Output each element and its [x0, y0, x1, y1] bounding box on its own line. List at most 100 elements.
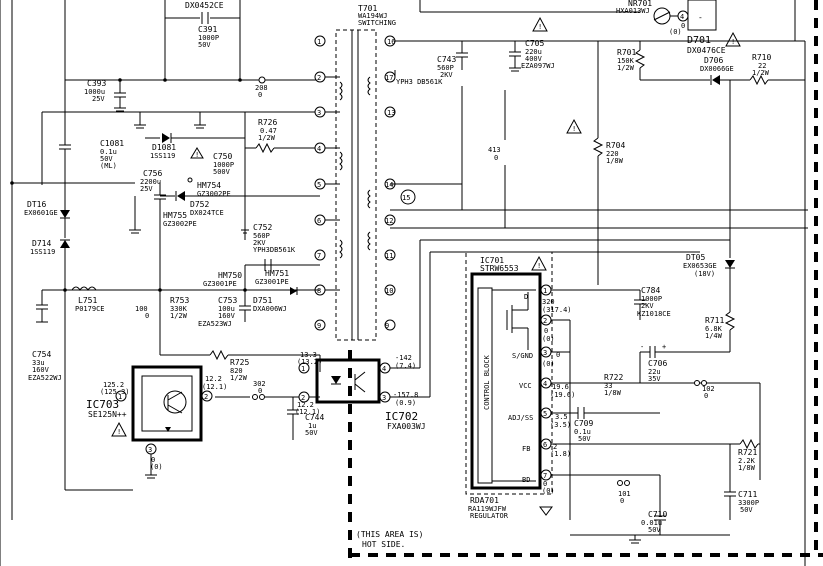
c710-value: 0.01u — [641, 519, 662, 527]
r701-power: 1/2W — [617, 64, 635, 72]
c744-voltage: 50V — [305, 429, 318, 437]
v-ic701-2b: (0) — [542, 335, 555, 343]
hot-side-boundary: (THIS AREA IS) HOT SIDE. — [348, 0, 823, 566]
c709-value: 0.1u — [574, 428, 591, 436]
svg-text:17: 17 — [385, 74, 393, 82]
t701-function: SWITCHING — [358, 19, 396, 27]
v-ic701-4a: 19.6 — [552, 383, 569, 391]
r721-power: 1/8W — [738, 464, 756, 472]
l751-label: L751 — [78, 296, 97, 305]
svg-text:8: 8 — [317, 287, 321, 295]
c391-voltage: 50V — [198, 41, 211, 49]
svg-text:1: 1 — [317, 38, 321, 46]
c754-voltage: 160V — [32, 366, 50, 374]
ic701-peripherals: C784 1000P 2KV KZ1018CE DT05 EX0653GE (1… — [570, 253, 761, 544]
pin-sgnd-label: S/GND — [512, 352, 533, 360]
r102-label: 102 — [702, 385, 715, 393]
r721-label: R721 — [738, 448, 757, 457]
c391-value: 1000P — [198, 34, 219, 42]
c709-voltage: 50V — [578, 435, 591, 443]
hot-side-note-2: HOT SIDE. — [362, 540, 405, 549]
svg-text:3: 3 — [382, 394, 386, 402]
d706-label: D706 — [704, 56, 723, 65]
r710-power: 1/2W — [752, 69, 770, 77]
r701-value: 150K — [617, 57, 635, 65]
nr701-pn: HXA013WJ — [616, 7, 650, 15]
c756-value: 2200u — [140, 178, 161, 186]
v-nr-a: 0 — [681, 22, 685, 30]
v-ic701-2a: 0 — [544, 327, 548, 335]
svg-text:2: 2 — [317, 74, 321, 82]
svg-text:12: 12 — [385, 217, 393, 225]
svg-text:9: 9 — [385, 322, 389, 330]
v-ic702-3b: (0.9) — [395, 399, 416, 407]
v-ic703-3a: 0 — [151, 456, 155, 464]
c754-value: 33u — [32, 359, 45, 367]
r704-label: R704 — [606, 141, 625, 150]
dt16-pn: EX0601GE — [24, 209, 58, 217]
d1081-label: D1081 — [152, 143, 176, 152]
r302-value: 0 — [258, 387, 262, 395]
c753-value: 100u — [218, 305, 235, 313]
v-ic702-2b: (12.1) — [295, 408, 320, 416]
ic703-label: IC703 — [86, 398, 119, 411]
svg-text:7: 7 — [317, 252, 321, 260]
control-block-label: CONTROL BLOCK — [483, 354, 491, 410]
c784-label: C784 — [641, 286, 660, 295]
dt05-pn: EX0653GE — [683, 262, 717, 270]
hm754-label: HM754 — [197, 181, 221, 190]
hm750-pn: GZ3001PE — [203, 280, 237, 288]
d752-pn: DX024TCE — [190, 209, 224, 217]
rda701-function: REGULATOR — [470, 512, 509, 520]
ic701-pn: STRW6553 — [480, 264, 519, 273]
ic701-block: CONTROL BLOCK IC701 STRW6553 ! D S/GND V… — [465, 251, 760, 520]
d714-label: D714 — [32, 239, 51, 248]
v-ic703-2a: 12.2 — [205, 375, 222, 383]
c706-value: 22u — [648, 368, 661, 376]
c750-value: 1000P — [213, 161, 234, 169]
v-ic702-1a: 13.3 — [300, 351, 317, 359]
svg-text:+: + — [662, 343, 666, 351]
pin-vcc-label: VCC — [519, 382, 532, 390]
v-ic701-5a: 3.5 — [555, 413, 568, 421]
top-left-section: DX0452CE C391 1000P 50V C393 1000u 25V 2… — [0, 0, 320, 566]
c1081-value: 0.1u — [100, 148, 117, 156]
c756-label: C756 — [143, 169, 162, 178]
t701-label: T701 — [358, 4, 377, 13]
hm755-label: HM755 — [163, 211, 187, 220]
c753-label: C753 — [218, 296, 237, 305]
dt05-label: DT05 — [686, 253, 705, 262]
svg-text:1: 1 — [301, 365, 305, 373]
pin-bd-label: BD — [522, 476, 530, 484]
c784-value: 1000P — [641, 295, 662, 303]
r725-value: 820 — [230, 367, 243, 375]
c754-label: C754 — [32, 350, 51, 359]
ic702-block: 1 2 4 3 13.3 (13.2) -142 (7.4) -157.8 (0… — [295, 239, 730, 431]
c743-value: 560P — [437, 64, 454, 72]
c752-label: C752 — [253, 223, 272, 232]
c393-voltage: 25V — [92, 95, 105, 103]
c706-label: C706 — [648, 359, 667, 368]
nr701-label: NR701 — [628, 0, 652, 8]
c706-voltage: 35V — [648, 375, 661, 383]
c753-voltage: 160V — [218, 312, 236, 320]
svg-text:4: 4 — [382, 365, 386, 373]
hot-side-note-1: (THIS AREA IS) — [356, 530, 423, 539]
v-ic702-1b: (13.2) — [297, 358, 322, 366]
v-ic701-6b: (1.8) — [550, 450, 571, 458]
c784-voltage: 2KV — [641, 302, 654, 310]
c784-pn: KZ1018CE — [637, 310, 671, 318]
r753-label: R753 — [170, 296, 189, 305]
svg-text:!: ! — [572, 125, 576, 133]
v-ic701-6a: 2 — [553, 443, 557, 451]
v-ic703-1b: (125.3) — [100, 388, 130, 396]
r753-value: 330K — [170, 305, 188, 313]
pin-d-label: D — [524, 293, 528, 301]
svg-text:6: 6 — [543, 441, 547, 449]
svg-text:4: 4 — [317, 145, 321, 153]
d751-label: D751 — [253, 296, 272, 305]
r704-power: 1/8W — [606, 157, 624, 165]
c754-pn: EZA522WJ — [28, 374, 62, 382]
c753-pn: EZA523WJ — [198, 320, 232, 328]
